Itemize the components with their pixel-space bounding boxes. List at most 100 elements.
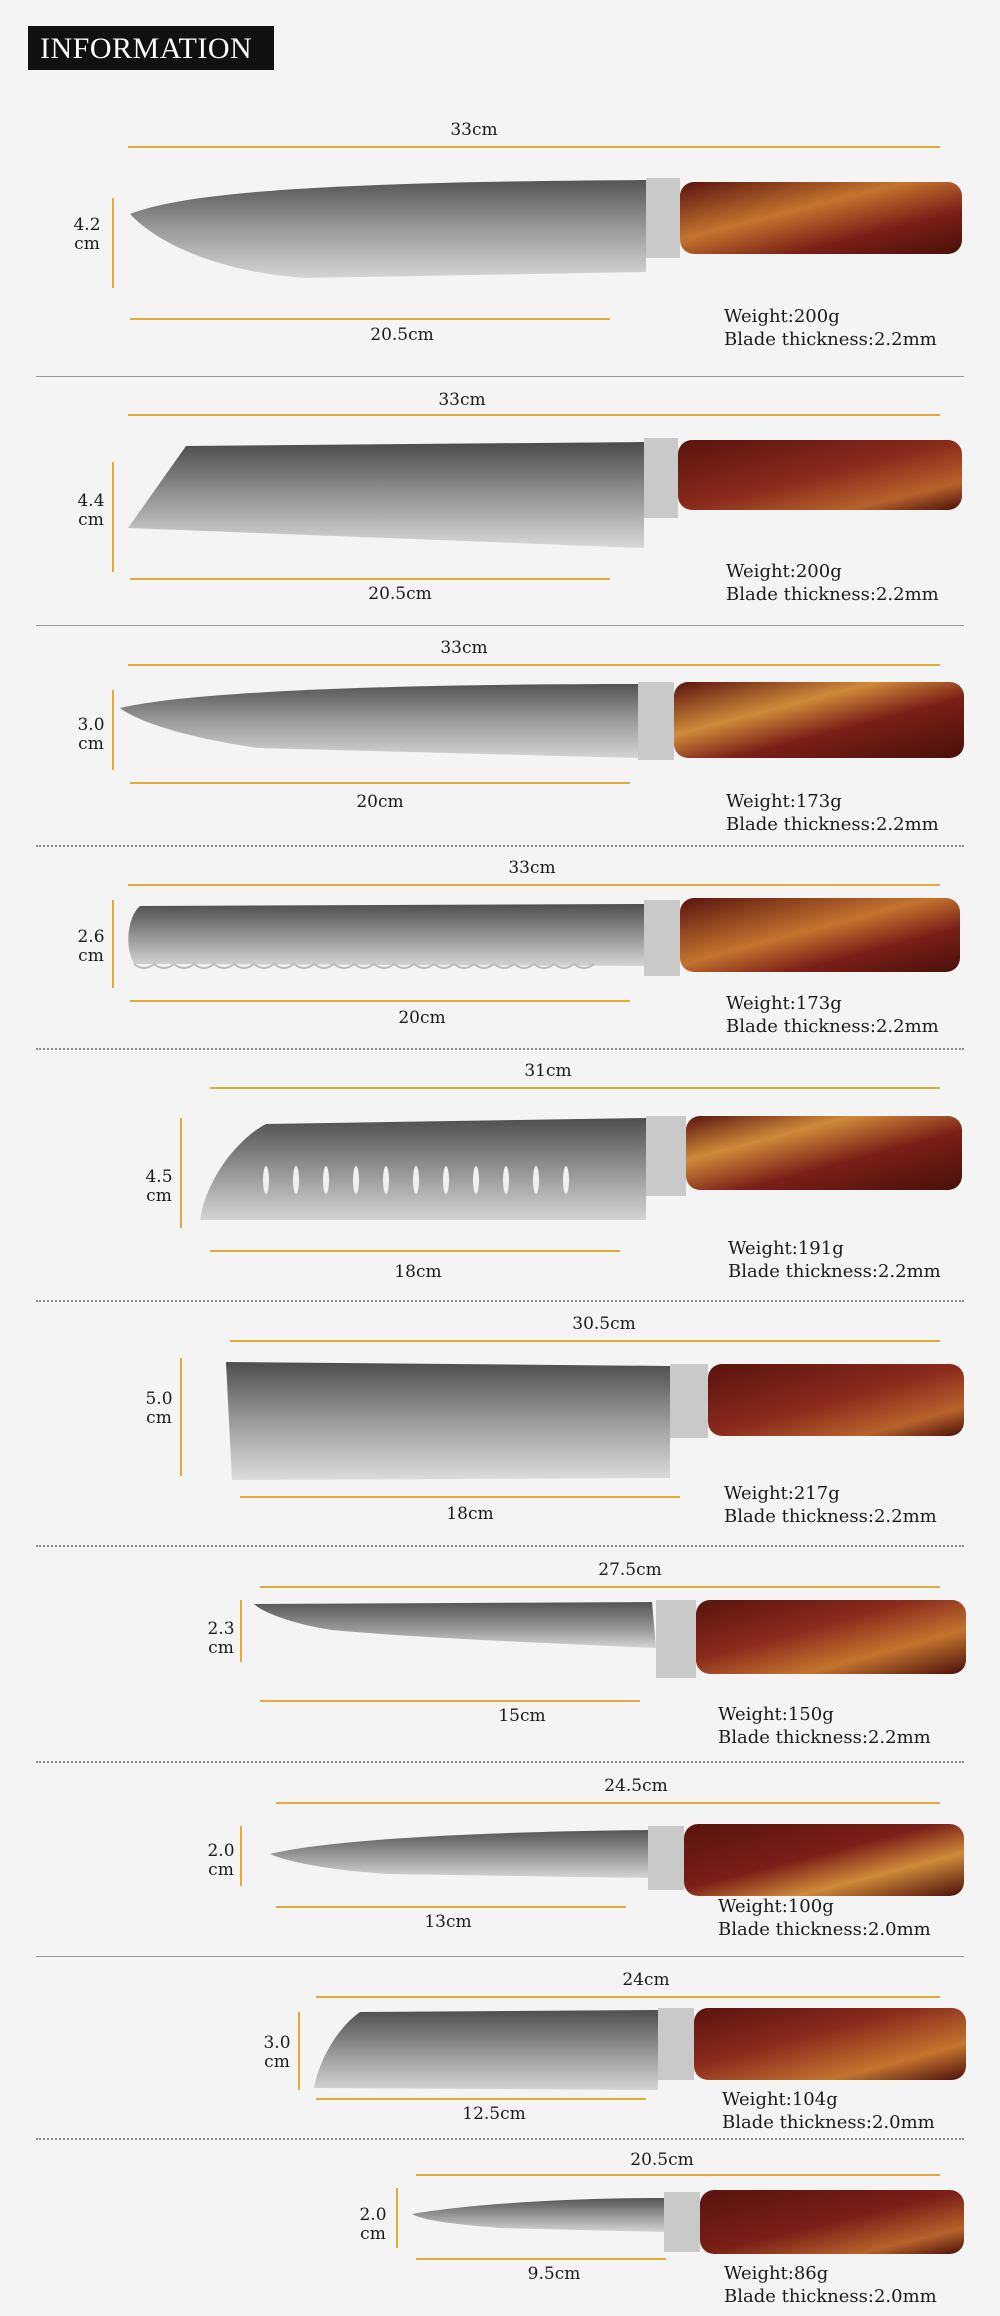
total-length-line — [316, 1996, 940, 1998]
blade-length-label: 15cm — [498, 1706, 546, 1726]
blade-length-label: 20cm — [356, 792, 404, 812]
weight-text: Weight:217g — [724, 1483, 840, 1504]
thickness-text: Blade thickness:2.2mm — [726, 1016, 939, 1037]
spec-info: Weight:173g Blade thickness:2.2mm — [726, 790, 939, 836]
blade-height-line — [240, 1600, 242, 1662]
spec-info: Weight:191g Blade thickness:2.2mm — [728, 1237, 941, 1283]
weight-text: Weight:86g — [724, 2263, 829, 2284]
paring-knife-image — [412, 2190, 964, 2254]
total-length-line — [276, 1802, 940, 1804]
spec-info: Weight:173g Blade thickness:2.2mm — [726, 992, 939, 1038]
spec-info: Weight:200g Blade thickness:2.2mm — [724, 305, 937, 351]
blade-length-label: 13cm — [424, 1912, 472, 1932]
blade-length-line — [130, 1000, 630, 1002]
blade-length-label: 12.5cm — [462, 2104, 526, 2124]
total-length-line — [128, 146, 940, 148]
thickness-text: Blade thickness:2.2mm — [726, 584, 939, 605]
kiritsuke-knife-image — [128, 438, 962, 548]
blade-length-label: 9.5cm — [527, 2264, 581, 2284]
section-divider — [36, 2138, 964, 2140]
blade-length-line — [316, 2098, 646, 2100]
blade-length-line — [130, 318, 610, 320]
spec-info: Weight:86g Blade thickness:2.0mm — [724, 2262, 937, 2308]
blade-height-line — [396, 2188, 398, 2248]
total-length-label: 20.5cm — [630, 2150, 694, 2170]
weight-text: Weight:200g — [726, 561, 842, 582]
slicing-knife-image — [120, 682, 964, 760]
blade-length-line — [260, 1700, 640, 1702]
blade-height-line — [112, 462, 114, 572]
weight-text: Weight:173g — [726, 791, 842, 812]
total-length-line — [416, 2174, 940, 2176]
blade-height-line — [298, 2012, 300, 2090]
total-length-line — [230, 1340, 940, 1342]
total-length-line — [128, 664, 940, 666]
thickness-text: Blade thickness:2.0mm — [722, 2112, 935, 2133]
section-divider — [36, 376, 964, 377]
weight-text: Weight:100g — [718, 1896, 834, 1917]
blade-length-label: 20.5cm — [368, 584, 432, 604]
total-length-label: 31cm — [524, 1061, 572, 1081]
blade-length-line — [276, 1906, 626, 1908]
thickness-text: Blade thickness:2.2mm — [718, 1727, 931, 1748]
boning-knife-image — [254, 1600, 966, 1678]
blade-length-label: 20cm — [398, 1008, 446, 1028]
section-divider — [36, 845, 964, 847]
total-length-label: 33cm — [450, 120, 498, 140]
spec-info: Weight:100g Blade thickness:2.0mm — [718, 1895, 931, 1941]
blade-height-line — [112, 198, 114, 288]
total-length-label: 24cm — [622, 1970, 670, 1990]
total-length-label: 24.5cm — [604, 1776, 668, 1796]
weight-text: Weight:104g — [722, 2089, 838, 2110]
total-length-label: 30.5cm — [572, 1314, 636, 1334]
blade-height-line — [112, 690, 114, 770]
section-divider — [36, 1761, 964, 1763]
blade-length-line — [416, 2258, 666, 2260]
total-length-label: 33cm — [438, 390, 486, 410]
blade-length-label: 18cm — [394, 1262, 442, 1282]
thickness-text: Blade thickness:2.2mm — [728, 1261, 941, 1282]
bread-knife-image — [128, 898, 960, 976]
spec-info: Weight:150g Blade thickness:2.2mm — [718, 1703, 931, 1749]
blade-height-line — [180, 1358, 182, 1476]
thickness-text: Blade thickness:2.2mm — [724, 1506, 937, 1527]
thickness-text: Blade thickness:2.0mm — [724, 2286, 937, 2307]
weight-text: Weight:173g — [726, 993, 842, 1014]
total-length-line — [260, 1586, 940, 1588]
blade-height-line — [112, 900, 114, 988]
weight-text: Weight:191g — [728, 1238, 844, 1259]
thickness-text: Blade thickness:2.2mm — [724, 329, 937, 350]
total-length-line — [128, 884, 940, 886]
total-length-label: 33cm — [508, 858, 556, 878]
weight-text: Weight:150g — [718, 1704, 834, 1725]
weight-text: Weight:200g — [724, 306, 840, 327]
blade-length-line — [130, 578, 610, 580]
blade-length-label: 20.5cm — [370, 325, 434, 345]
santoku-knife-image — [200, 1116, 962, 1220]
blade-length-label: 18cm — [446, 1504, 494, 1524]
small-santoku-knife-image — [314, 2008, 966, 2090]
total-length-label: 33cm — [440, 638, 488, 658]
blade-height-line — [240, 1826, 242, 1886]
cleaver-knife-image — [226, 1362, 964, 1480]
total-length-label: 27.5cm — [598, 1560, 662, 1580]
spec-info: Weight:104g Blade thickness:2.0mm — [722, 2088, 935, 2134]
section-divider — [36, 1545, 964, 1547]
blade-length-line — [240, 1496, 680, 1498]
section-divider — [36, 1300, 964, 1302]
chef-knife-image — [130, 178, 962, 278]
spec-info: Weight:200g Blade thickness:2.2mm — [726, 560, 939, 606]
thickness-text: Blade thickness:2.2mm — [726, 814, 939, 835]
thickness-text: Blade thickness:2.0mm — [718, 1919, 931, 1940]
section-divider — [36, 1956, 964, 1957]
blade-length-line — [130, 782, 630, 784]
information-header: INFORMATION — [28, 26, 274, 70]
